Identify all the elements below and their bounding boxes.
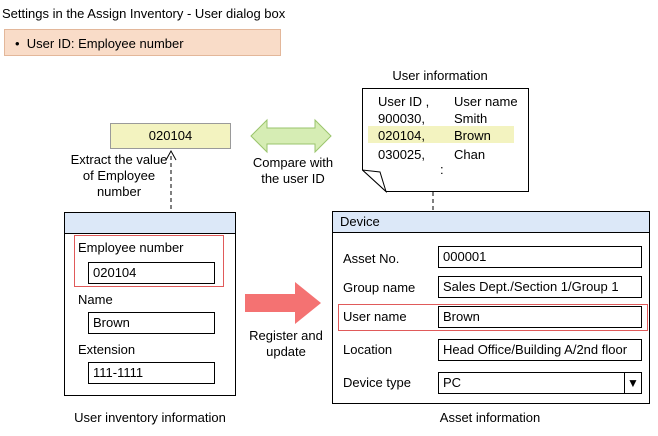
user-name-highlight-outline (338, 304, 648, 331)
brown-row-highlight (368, 126, 514, 143)
register-caption-line-1: Register and (249, 328, 323, 343)
employee-number-highlight-outline (74, 235, 224, 287)
asset-no-field[interactable]: 000001 (438, 246, 642, 268)
user-inventory-header (65, 213, 235, 234)
asset-caption: Asset information (439, 410, 541, 425)
register-caption-line-2: update (266, 344, 306, 359)
bullet: • (15, 36, 20, 51)
extract-caption-line-2: of Employee (82, 168, 156, 183)
group-name-field[interactable]: Sales Dept./Section 1/Group 1 (438, 276, 642, 298)
extension-field[interactable]: 111-1111 (88, 362, 215, 384)
callout-text: • User ID: Employee number (15, 36, 184, 51)
user-information-document (362, 88, 529, 194)
user-information-rows: User ID , User name 900030, Smith 020104… (362, 88, 530, 194)
user-info-row-name-2: Brown (454, 128, 491, 143)
location-label: Location (343, 342, 393, 357)
extract-caption: Extract the value of Employee number (54, 152, 184, 200)
user-info-row-id-3: 030025, (378, 147, 425, 162)
extract-caption-line-3: number (96, 184, 142, 199)
device-type-value: PC (443, 375, 462, 390)
name-label: Name (78, 292, 113, 307)
compare-caption-line-2: the user ID (261, 171, 325, 186)
register-caption: Register and update (236, 328, 336, 360)
group-name-label: Group name (343, 280, 416, 295)
employee-number-value: 020104 (110, 123, 231, 149)
location-field[interactable]: Head Office/Building A/2nd floor (438, 339, 642, 361)
callout-label: User ID: Employee number (26, 36, 184, 51)
user-inventory-panel: Employee number 020104 Name Brown Extens… (64, 212, 236, 396)
register-arrow (245, 282, 321, 324)
document-fold (362, 169, 388, 194)
user-info-row-id-2: 020104, (378, 128, 425, 143)
callout-box: • User ID: Employee number (4, 29, 281, 56)
user-info-row-name-0: User name (454, 94, 518, 109)
user-info-row-id-1: 900030, (378, 111, 425, 126)
asset-panel: Device Asset No. 000001 Group name Sales… (332, 211, 650, 404)
user-info-row-name-3: Chan (454, 147, 486, 162)
extract-arrowhead (165, 149, 177, 161)
device-type-select[interactable]: PC ▼ (438, 372, 642, 394)
asset-no-label: Asset No. (343, 251, 400, 266)
compare-double-arrow (250, 118, 332, 154)
device-type-label: Device type (343, 375, 411, 390)
extension-label: Extension (78, 342, 136, 357)
user-info-ellipsis: : (440, 162, 444, 177)
extract-caption-line-1: Extract the value (70, 152, 168, 167)
diagram-title: Settings in the Assign Inventory - User … (2, 6, 286, 21)
employee-number-label: Employee number (78, 240, 184, 255)
asset-header: Device (333, 212, 649, 233)
name-field[interactable]: Brown (88, 312, 215, 334)
user-information-title: User information (392, 68, 488, 83)
compare-caption: Compare with the user ID (238, 155, 348, 187)
user-info-row-name-1: Smith (454, 111, 488, 126)
user-name-field[interactable]: Brown (438, 306, 642, 328)
user-info-row-id-0: User ID , (378, 94, 430, 109)
compare-caption-line-1: Compare with (252, 155, 334, 170)
employee-number-field[interactable]: 020104 (88, 262, 215, 284)
user-name-label: User name (343, 309, 407, 324)
asset-header-label: Device (340, 214, 380, 229)
user-inventory-caption: User inventory information (74, 410, 226, 425)
dropdown-arrow-icon[interactable]: ▼ (624, 373, 641, 393)
